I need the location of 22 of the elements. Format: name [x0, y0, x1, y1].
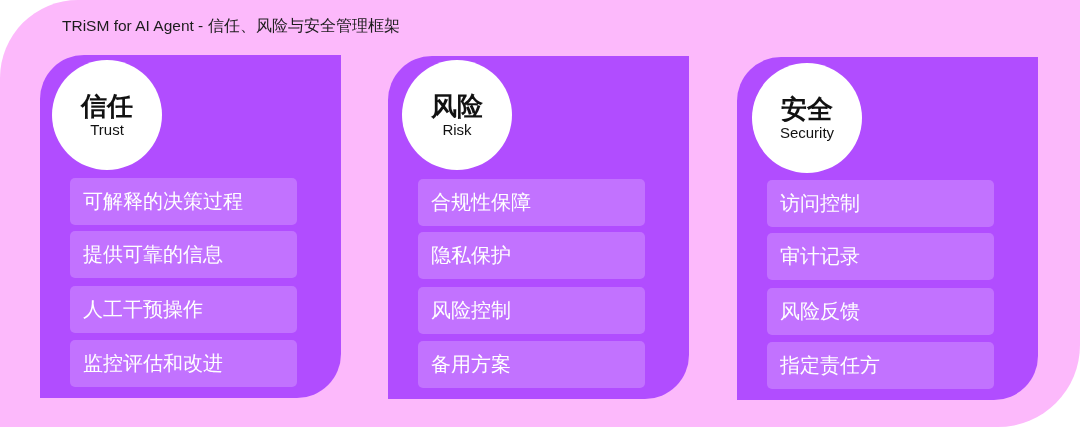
- list-item: 人工干预操作: [70, 286, 297, 333]
- list-item: 指定责任方: [767, 342, 994, 389]
- heading-text: 信任: [81, 91, 133, 121]
- subheading-text: Trust: [90, 121, 124, 139]
- list-item: 审计记录: [767, 233, 994, 280]
- list-item: 风险反馈: [767, 288, 994, 335]
- list-item: 风险控制: [418, 287, 645, 334]
- list-item: 监控评估和改进: [70, 340, 297, 387]
- title-text: TRiSM for AI Agent - 信任、风险与安全管理框架: [62, 16, 400, 36]
- heading-text: 安全: [781, 94, 833, 124]
- subheading-text: Risk: [442, 121, 472, 139]
- subheading-text: Security: [779, 124, 835, 142]
- list-item: 合规性保障: [418, 179, 645, 226]
- list-item: 提供可靠的信息: [70, 231, 297, 278]
- category-panel: [40, 55, 341, 398]
- category-panel: [388, 56, 689, 399]
- category-panel: [737, 57, 1038, 400]
- list-item: 备用方案: [418, 341, 645, 388]
- list-item: 隐私保护: [418, 232, 645, 279]
- list-item: 可解释的决策过程: [70, 178, 297, 225]
- heading-text: 风险: [431, 91, 483, 121]
- list-item: 访问控制: [767, 180, 994, 227]
